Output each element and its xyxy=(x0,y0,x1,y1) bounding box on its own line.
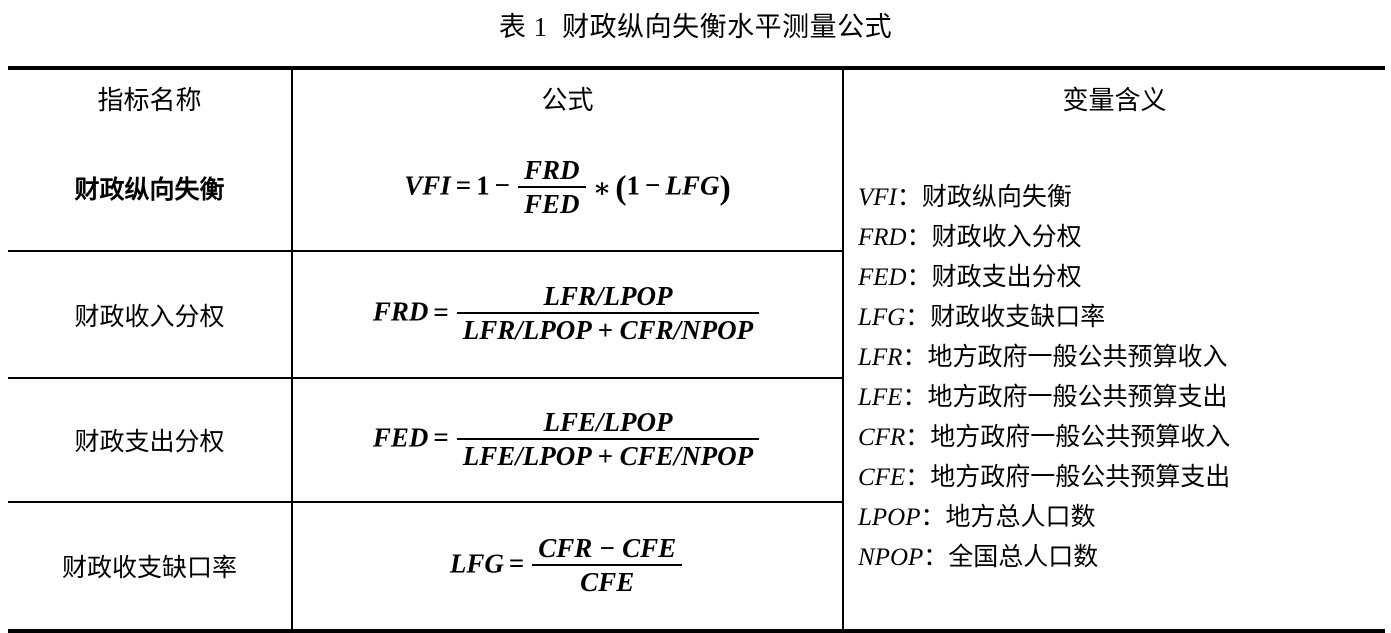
list-item: VFI：财政纵向失衡 xyxy=(858,178,1385,218)
variable-description: 财政收支缺口率 xyxy=(930,303,1106,331)
variable-description: 地方政府一般公共预算支出 xyxy=(930,463,1231,491)
variable-separator: ： xyxy=(906,263,932,291)
formula-lhs: FED xyxy=(372,422,429,453)
variable-separator: ： xyxy=(905,303,931,331)
fraction-denominator: FED xyxy=(524,188,580,219)
variable-description: 地方政府一般公共预算支出 xyxy=(927,383,1228,411)
variable-separator: ： xyxy=(906,223,932,251)
header-cell-indicator-name: 指标名称 xyxy=(97,85,202,115)
list-item: FRD：财政收入分权 xyxy=(858,218,1385,258)
list-item: NPOP：全国总人口数 xyxy=(858,538,1385,578)
variable-symbol: VFI xyxy=(858,183,897,211)
formula-lhs: LFG xyxy=(449,548,504,579)
list-item: CFR：地方政府一般公共预算收入 xyxy=(858,418,1385,458)
header-cell-variable-meaning: 变量含义 xyxy=(842,70,1385,126)
indicator-name-cell: 财政收入分权 xyxy=(8,251,292,379)
list-item: LPOP：地方总人口数 xyxy=(858,498,1385,538)
list-item: FED：财政支出分权 xyxy=(858,258,1385,298)
formula-open-paren: ( xyxy=(615,169,627,207)
variable-symbol: LFG xyxy=(858,303,906,331)
variable-symbol: FED xyxy=(858,263,907,291)
variable-meaning-list: VFI：财政纵向失衡 FRD：财政收入分权 FED：财政支出分权 LFG：财政收… xyxy=(858,178,1385,578)
table-top-rule xyxy=(8,66,1385,70)
formula-equals: = xyxy=(433,296,449,327)
variable-description: 财政支出分权 xyxy=(931,263,1082,291)
variable-symbol: FRD xyxy=(858,223,907,251)
variable-symbol: CFE xyxy=(858,463,906,491)
variable-meaning-cell: VFI：财政纵向失衡 FRD：财政收入分权 FED：财政支出分权 LFG：财政收… xyxy=(842,126,1385,629)
fraction-numerator: FRD xyxy=(518,156,586,188)
formula-one: 1 xyxy=(476,170,490,201)
variable-symbol: NPOP xyxy=(858,543,924,571)
variable-separator: ： xyxy=(905,423,931,451)
formula-minus: − xyxy=(494,170,511,201)
formula-lhs: FRD xyxy=(372,296,429,327)
variable-description: 财政收入分权 xyxy=(931,223,1082,251)
variable-symbol: LFE xyxy=(858,383,903,411)
list-item: LFR：地方政府一般公共预算收入 xyxy=(858,338,1385,378)
formula-equals: = xyxy=(455,170,472,201)
indicator-name-cell: 财政收支缺口率 xyxy=(61,555,237,582)
formula-minus-2: − xyxy=(645,170,661,201)
variable-description: 地方政府一般公共预算收入 xyxy=(930,423,1231,451)
table-header-row: 指标名称 公式 变量含义 xyxy=(8,70,1385,126)
fraction-denominator: LFR/LPOP + CFR/NPOP xyxy=(462,315,754,345)
fraction-denominator: CFE xyxy=(580,566,635,597)
fraction-numerator: LFR/LPOP xyxy=(456,282,760,314)
formula-term-lfg: LFG xyxy=(665,170,720,201)
variable-separator: ： xyxy=(902,383,928,411)
variable-separator: ： xyxy=(905,463,931,491)
list-item: CFE：地方政府一般公共预算支出 xyxy=(858,458,1385,498)
indicator-name-cell: 财政纵向失衡 xyxy=(8,126,292,252)
variable-description: 地方政府一般公共预算收入 xyxy=(927,343,1228,371)
variable-symbol: LFR xyxy=(858,343,903,371)
table-caption: 表 1 财政纵向失衡水平测量公式 xyxy=(498,12,893,42)
list-item: LFE：地方政府一般公共预算支出 xyxy=(858,378,1385,418)
formula-equals: = xyxy=(508,548,525,579)
fraction-denominator: LFE/LPOP + CFE/NPOP xyxy=(462,440,754,471)
variable-description: 地方总人口数 xyxy=(945,503,1096,531)
formula-lhs: VFI xyxy=(404,170,451,201)
list-item: LFG：财政收支缺口率 xyxy=(858,298,1385,338)
formula-close-paren: ) xyxy=(719,169,731,207)
fraction-numerator: CFR − CFE xyxy=(532,534,683,566)
variable-symbol: CFR xyxy=(858,423,906,451)
header-cell-formula: 公式 xyxy=(291,70,843,126)
formula-multiply: ∗ xyxy=(592,173,612,204)
formula-one-2: 1 xyxy=(626,170,641,201)
variable-description: 财政纵向失衡 xyxy=(921,183,1072,211)
variable-separator: ： xyxy=(896,183,922,211)
variable-symbol: LPOP xyxy=(858,503,921,531)
variable-description: 全国总人口数 xyxy=(948,543,1099,571)
indicator-name-cell: 财政支出分权 xyxy=(8,378,292,503)
variable-separator: ： xyxy=(920,503,946,531)
variable-separator: ： xyxy=(923,543,949,571)
fraction-numerator: LFE/LPOP xyxy=(456,408,760,440)
variable-separator: ： xyxy=(902,343,928,371)
formula-equals: = xyxy=(433,422,449,453)
